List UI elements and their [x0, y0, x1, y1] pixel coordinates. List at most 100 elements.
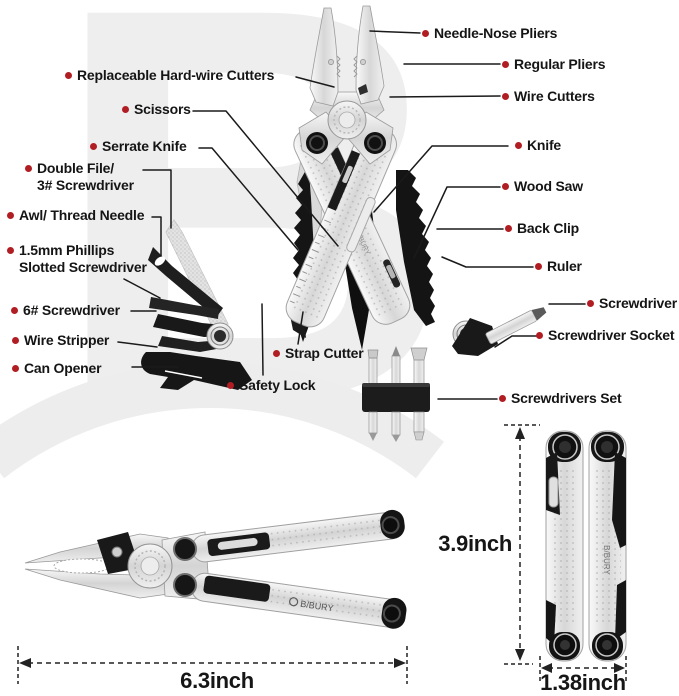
label-ruler: Ruler	[535, 258, 582, 275]
label-text: Back Clip	[517, 220, 579, 236]
right-handle-ruler	[285, 124, 397, 328]
callout-line-safety-lock	[261, 303, 264, 376]
brand-logo-text: B/BURY	[602, 545, 611, 575]
dimension-annotations	[17, 424, 627, 684]
bullet-dot	[502, 183, 509, 190]
phillips-bit	[392, 346, 400, 356]
handle-lower: B/BURY	[191, 572, 407, 629]
callout-line-wood-saw	[413, 186, 501, 259]
bullet-dot	[7, 212, 14, 219]
label-screwdriver: Screwdriver	[587, 295, 677, 312]
jaw-serration-left	[336, 55, 341, 78]
jaw-serration-right	[353, 55, 358, 78]
label-serrate-knife: Serrate Knife	[90, 138, 187, 155]
label-strap-cutter: Strap Cutter	[273, 345, 364, 362]
awl-thread-needle-tool	[148, 247, 223, 318]
label-text: Replaceable Hard-wire Cutters	[77, 67, 275, 83]
callout-line-strap-cutter	[297, 311, 304, 345]
fold-out-tools-left	[141, 219, 252, 390]
bullet-dot	[25, 165, 32, 172]
bullet-dot	[227, 382, 234, 389]
safety-lock-slider	[386, 264, 396, 279]
callout-line-knife	[373, 145, 509, 213]
needle-nose-jaw-left	[309, 7, 339, 107]
label-text: Wire Stripper	[24, 332, 110, 348]
label-wood-saw: Wood Saw	[502, 178, 583, 195]
label-text: Needle-Nose Pliers	[434, 25, 558, 41]
bullet-dot	[502, 93, 509, 100]
callout-line-wire-stripper	[117, 341, 158, 348]
bullet-dot	[499, 395, 506, 402]
phillips-screwdriver-tool	[149, 297, 219, 319]
flathead-bit-large	[410, 347, 428, 361]
label-awl-thread-needle: Awl/ Thread Needle	[7, 207, 144, 224]
label-text: Strap Cutter	[285, 345, 364, 361]
wire-cutter-notch	[358, 84, 368, 95]
label-text: Wood Saw	[514, 178, 583, 194]
label-replaceable-hard-wire-cutters: Replaceable Hard-wire Cutters	[65, 67, 274, 84]
bullet-dot	[12, 365, 19, 372]
hard-wire-cutter-screw	[328, 59, 334, 65]
bullet-dot	[422, 30, 429, 37]
can-opener-slit	[164, 370, 203, 379]
pliers-head	[298, 5, 394, 165]
bullet-dot	[12, 337, 19, 344]
screwdrivers-set	[362, 346, 430, 442]
handle-upper	[191, 509, 405, 563]
callout-line-phillips	[123, 278, 161, 299]
bullet-dot	[536, 332, 543, 339]
label-text: Regular Pliers	[514, 56, 606, 72]
bullet-dot	[7, 247, 14, 254]
bullet-dot	[122, 106, 129, 113]
callout-line-serrate-knife	[198, 147, 299, 251]
screwdriver-bit	[485, 307, 547, 344]
6-screwdriver-tool	[153, 314, 224, 337]
needle-nose-jaw-right	[355, 5, 385, 105]
label-text: 1.5mm Phillips Slotted Screwdriver	[19, 242, 147, 275]
bullet-dot	[515, 142, 522, 149]
label-text: Awl/ Thread Needle	[19, 207, 145, 223]
callout-line-screwdriver-socket	[494, 335, 539, 348]
label-needle-nose-pliers: Needle-Nose Pliers	[422, 25, 557, 42]
label-text: Double File/ 3# Screwdriver	[37, 160, 134, 193]
label-text: Screwdriver	[599, 295, 677, 311]
label-double-file-3-screwdriver: Double File/ 3# Screwdriver	[25, 160, 134, 194]
label-text: Screwdrivers Set	[511, 390, 622, 406]
label-knife: Knife	[515, 137, 561, 154]
label-screwdriver-socket: Screwdriver Socket	[536, 327, 675, 344]
callout-line-scissors	[192, 110, 339, 247]
brand-logo-mark	[289, 597, 299, 607]
multitool-closed-front: B/BURY	[545, 430, 627, 662]
flathead-bit-small	[367, 349, 379, 359]
label-regular-pliers: Regular Pliers	[502, 56, 606, 73]
callout-line-hard-wire-cutters	[295, 76, 335, 88]
bullet-dot	[505, 225, 512, 232]
jaw-gap	[53, 558, 111, 574]
bullet-dot	[11, 307, 18, 314]
bullet-dot	[90, 143, 97, 150]
label-wire-cutters: Wire Cutters	[502, 88, 595, 105]
label-text: Knife	[527, 137, 562, 153]
label-6-screwdriver: 6# Screwdriver	[11, 302, 120, 319]
label-text: Scissors	[134, 101, 191, 117]
label-wire-stripper: Wire Stripper	[12, 332, 109, 349]
wood-saw-blade	[396, 170, 435, 326]
dimension-height-label: 3.9inch	[438, 531, 512, 556]
bit-holder	[362, 383, 430, 412]
label-can-opener: Can Opener	[12, 360, 102, 377]
callout-line-awl	[151, 216, 162, 257]
bullet-dot	[502, 61, 509, 68]
label-text: Serrate Knife	[102, 138, 187, 154]
label-phillips-slotted-screwdriver: 1.5mm Phillips Slotted Screwdriver	[7, 242, 147, 276]
bottle-opener-lever	[548, 476, 559, 508]
label-screwdrivers-set: Screwdrivers Set	[499, 390, 622, 407]
label-back-clip: Back Clip	[505, 220, 579, 237]
label-safety-lock: Safety Lock	[227, 377, 316, 394]
callout-lines	[117, 30, 586, 400]
callout-line-double-file	[142, 169, 172, 229]
label-text: 6# Screwdriver	[23, 302, 120, 318]
brand-logo-text: B/BURY	[300, 599, 334, 614]
back-clip-part	[346, 196, 376, 253]
